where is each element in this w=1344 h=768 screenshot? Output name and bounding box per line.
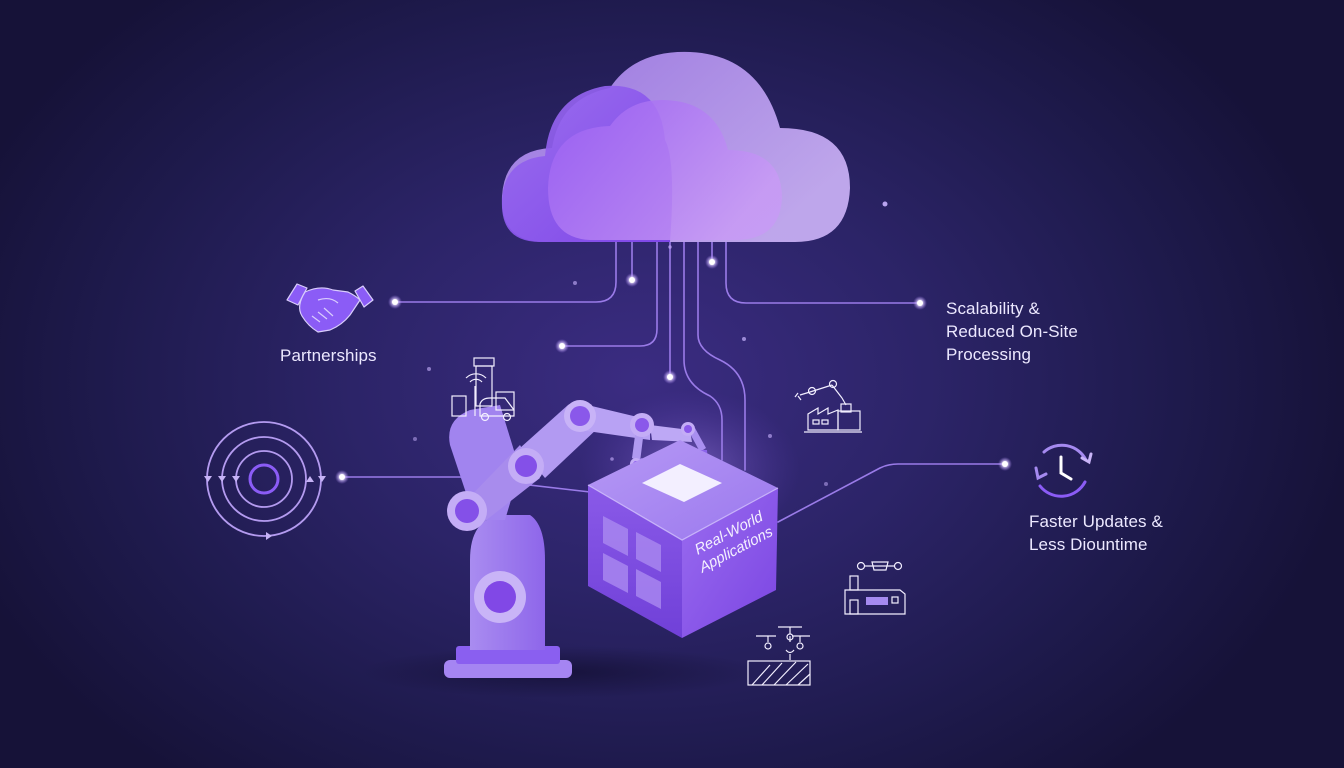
line-endpoints [335,255,1012,484]
partnerships-label: Partnerships [280,346,377,365]
scalability-label: Scalability & Reduced On-Site Processing [946,297,1078,366]
scalability-label-line-3: Processing [946,345,1032,364]
agriculture-drones-icon [747,626,811,686]
faster-updates-label-line-1: Faster Updates & [1029,512,1163,531]
smart-city-icon [451,357,515,422]
handshake-icon [286,283,374,333]
real-world-applications-cube [587,440,779,638]
line-to-faster-updates [777,463,1006,523]
window-grid-icon [603,516,661,609]
scalability-label-line-1: Scalability & [946,299,1040,318]
line-to-cycle [341,476,591,493]
robot-arm-illustration [444,400,708,678]
line-to-scalability [725,241,921,304]
faster-updates-label-line-2: Less Diountime [1029,535,1148,554]
industrial-machine-icon [844,561,906,615]
sparkles [413,201,888,486]
line-to-partnerships [394,241,617,303]
clock-refresh-icon [1034,443,1093,498]
line-to-cube [683,241,723,461]
scalability-label-line-2: Reduced On-Site [946,322,1078,341]
faster-updates-label: Faster Updates & Less Diountime [1029,510,1163,556]
cloud-icon [501,51,850,243]
line-to-midleft [561,241,658,347]
factory-robot-arm-icon [794,379,862,433]
line-to-cube-2 [697,241,746,471]
concentric-cycle-icon [204,421,326,540]
